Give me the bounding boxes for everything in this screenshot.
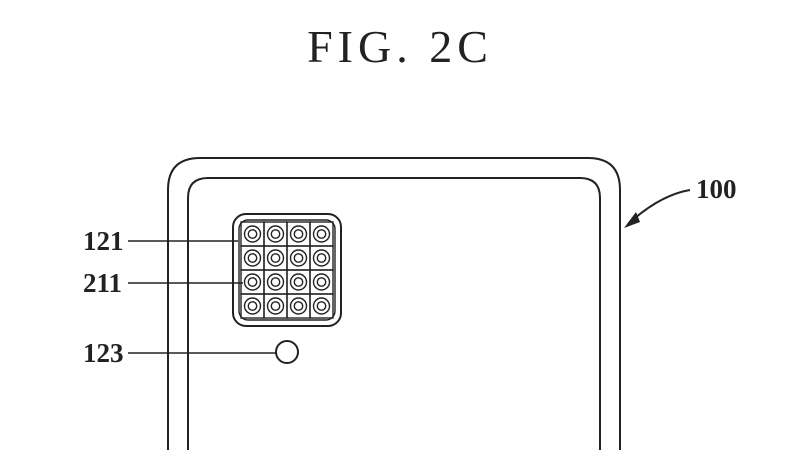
camera-lens-inner bbox=[316, 253, 327, 263]
camera-lens-outer bbox=[266, 273, 285, 291]
camera-lens-inner bbox=[293, 301, 304, 311]
camera-array-outer-frame bbox=[232, 213, 342, 327]
camera-lens-outer bbox=[266, 225, 285, 243]
device-inner-outline bbox=[187, 177, 601, 450]
camera-lens-outer bbox=[312, 273, 331, 291]
camera-lens-inner bbox=[247, 253, 258, 263]
camera-lens-inner bbox=[316, 301, 327, 311]
ref-label-camera-array: 121 bbox=[83, 226, 124, 256]
camera-array-inner-frame bbox=[238, 219, 336, 321]
camera-lens-outer bbox=[243, 249, 262, 267]
camera-lens-inner bbox=[270, 229, 281, 239]
ref-camera-array-group: 121 bbox=[83, 226, 238, 256]
camera-lens-outer bbox=[266, 249, 285, 267]
camera-lens-inner bbox=[293, 277, 304, 287]
camera-lens-outer bbox=[243, 297, 262, 315]
camera-array bbox=[232, 213, 342, 327]
camera-lens-inner bbox=[270, 277, 281, 287]
ref-device-group: 100 bbox=[624, 174, 737, 228]
arrowhead-device bbox=[624, 212, 640, 228]
camera-lens-inner bbox=[247, 229, 258, 239]
camera-lens-inner bbox=[316, 277, 327, 287]
camera-lens-outer bbox=[289, 297, 308, 315]
camera-lens-inner bbox=[270, 253, 281, 263]
camera-lens-inner bbox=[293, 229, 304, 239]
camera-lens-outer bbox=[289, 273, 308, 291]
sensor-circle bbox=[275, 340, 299, 364]
camera-lens-inner bbox=[247, 301, 258, 311]
device-outer-outline bbox=[167, 157, 621, 450]
camera-lens-outer bbox=[312, 249, 331, 267]
ref-label-sensor: 123 bbox=[83, 338, 124, 368]
camera-lens-outer bbox=[312, 297, 331, 315]
camera-lens-outer bbox=[243, 225, 262, 243]
ref-label-camera-unit: 211 bbox=[83, 268, 122, 298]
ref-sensor-group: 123 bbox=[83, 338, 276, 368]
ref-camera-unit-group: 211 bbox=[83, 268, 243, 298]
camera-lens-outer bbox=[266, 297, 285, 315]
camera-lens-inner bbox=[247, 277, 258, 287]
device-body bbox=[167, 157, 621, 450]
camera-cell bbox=[309, 293, 334, 319]
camera-lens-outer bbox=[312, 225, 331, 243]
ref-label-device: 100 bbox=[696, 174, 737, 204]
camera-lens-outer bbox=[289, 249, 308, 267]
camera-lens-inner bbox=[316, 229, 327, 239]
camera-grid bbox=[240, 221, 334, 319]
camera-lens-inner bbox=[270, 301, 281, 311]
camera-lens-outer bbox=[243, 273, 262, 291]
camera-lens-outer bbox=[289, 225, 308, 243]
figure-title: FIG. 2C bbox=[307, 21, 493, 72]
camera-lens-inner bbox=[293, 253, 304, 263]
